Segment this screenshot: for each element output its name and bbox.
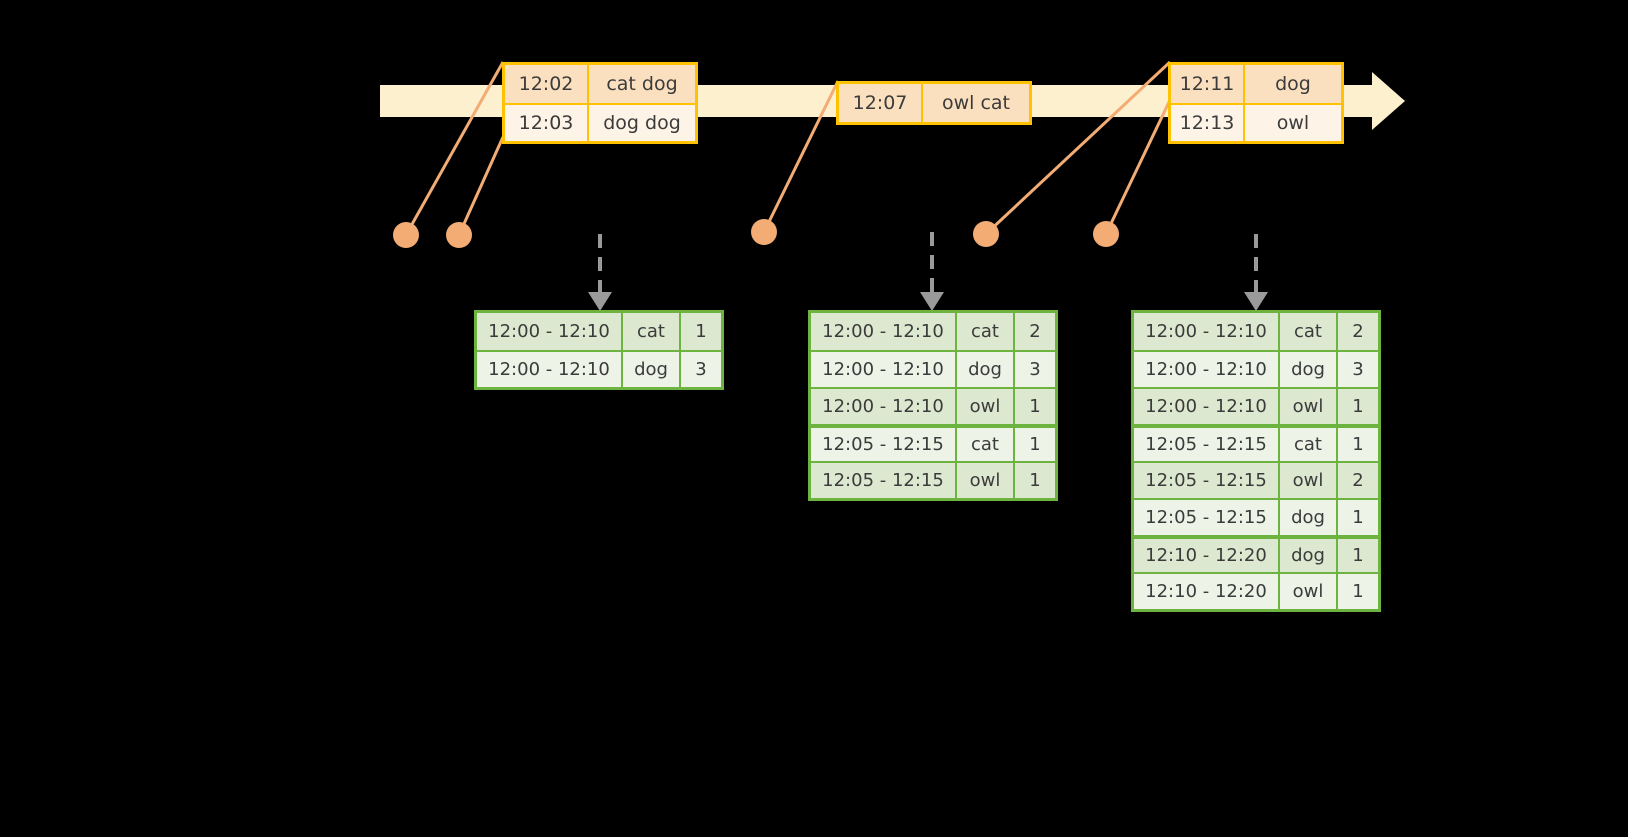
dashed-arrow-2 xyxy=(920,232,944,311)
count-cell: 1 xyxy=(1015,428,1055,461)
event-words: dog xyxy=(1245,65,1341,103)
event-words: cat dog xyxy=(589,65,695,103)
event-row: 12:11 dog xyxy=(1171,65,1341,103)
event-box-3[interactable]: 12:11 dog 12:13 owl xyxy=(1168,62,1344,144)
key-cell: dog xyxy=(1280,539,1338,572)
window-cell: 12:05 - 12:15 xyxy=(811,428,957,461)
dashed-arrow-3 xyxy=(1244,234,1268,311)
window-cell: 12:00 - 12:10 xyxy=(1134,352,1280,387)
event-words: owl cat xyxy=(923,84,1029,122)
connector-dot-5 xyxy=(1093,221,1119,247)
window-cell: 12:00 - 12:10 xyxy=(811,313,957,350)
window-cell: 12:10 - 12:20 xyxy=(1134,539,1280,572)
key-cell: cat xyxy=(957,428,1015,461)
count-cell: 3 xyxy=(1015,352,1055,387)
count-cell: 3 xyxy=(1338,352,1378,387)
key-cell: owl xyxy=(1280,574,1338,609)
window-cell: 12:05 - 12:15 xyxy=(1134,463,1280,498)
key-cell: dog xyxy=(623,352,681,387)
event-time: 12:11 xyxy=(1171,65,1245,103)
window-cell: 12:00 - 12:10 xyxy=(477,352,623,387)
window-cell: 12:00 - 12:10 xyxy=(811,352,957,387)
key-cell: cat xyxy=(1280,428,1338,461)
event-time: 12:07 xyxy=(839,84,923,122)
connector-dot-3 xyxy=(751,219,777,245)
key-cell: owl xyxy=(1280,463,1338,498)
event-row: 12:13 owl xyxy=(1171,103,1341,141)
count-cell: 1 xyxy=(1338,428,1378,461)
count-cell: 1 xyxy=(1015,463,1055,498)
window-cell: 12:00 - 12:10 xyxy=(811,389,957,424)
key-cell: owl xyxy=(957,463,1015,498)
connector-dot-4 xyxy=(973,221,999,247)
key-cell: cat xyxy=(957,313,1015,350)
count-cell: 2 xyxy=(1338,313,1378,350)
count-cell: 3 xyxy=(681,352,721,387)
window-cell: 12:05 - 12:15 xyxy=(1134,428,1280,461)
count-cell: 1 xyxy=(1015,389,1055,424)
event-time: 12:02 xyxy=(505,65,589,103)
connector-dot-1 xyxy=(393,222,419,248)
count-cell: 1 xyxy=(1338,539,1378,572)
window-cell: 12:10 - 12:20 xyxy=(1134,574,1280,609)
event-box-1[interactable]: 12:02 cat dog 12:03 dog dog xyxy=(502,62,698,144)
count-cell: 1 xyxy=(681,313,721,350)
event-words: owl xyxy=(1245,105,1341,141)
event-time: 12:03 xyxy=(505,105,589,141)
key-cell: cat xyxy=(1280,313,1338,350)
key-cell: dog xyxy=(1280,352,1338,387)
key-cell: owl xyxy=(957,389,1015,424)
key-cell: dog xyxy=(1280,500,1338,535)
event-row: 12:07 owl cat xyxy=(839,84,1029,122)
count-cell: 1 xyxy=(1338,574,1378,609)
connector-line-5 xyxy=(1104,99,1172,235)
key-cell: dog xyxy=(957,352,1015,387)
key-cell: owl xyxy=(1280,389,1338,424)
event-row: 12:02 cat dog xyxy=(505,65,695,103)
event-words: dog dog xyxy=(589,105,695,141)
count-cell: 1 xyxy=(1338,500,1378,535)
count-cell: 1 xyxy=(1338,389,1378,424)
window-cell: 12:05 - 12:15 xyxy=(1134,500,1280,535)
connector-line-2 xyxy=(457,136,505,236)
timeline-arrowhead-icon xyxy=(1372,72,1405,130)
window-cell: 12:05 - 12:15 xyxy=(811,463,957,498)
event-box-2[interactable]: 12:07 owl cat xyxy=(836,81,1032,125)
count-cell: 2 xyxy=(1338,463,1378,498)
window-cell: 12:00 - 12:10 xyxy=(1134,389,1280,424)
event-time: 12:13 xyxy=(1171,105,1245,141)
window-cell: 12:00 - 12:10 xyxy=(477,313,623,350)
dashed-arrow-1 xyxy=(588,234,612,311)
event-row: 12:03 dog dog xyxy=(505,103,695,141)
connector-dot-2 xyxy=(446,222,472,248)
count-cell: 2 xyxy=(1015,313,1055,350)
key-cell: cat xyxy=(623,313,681,350)
window-cell: 12:00 - 12:10 xyxy=(1134,313,1280,350)
